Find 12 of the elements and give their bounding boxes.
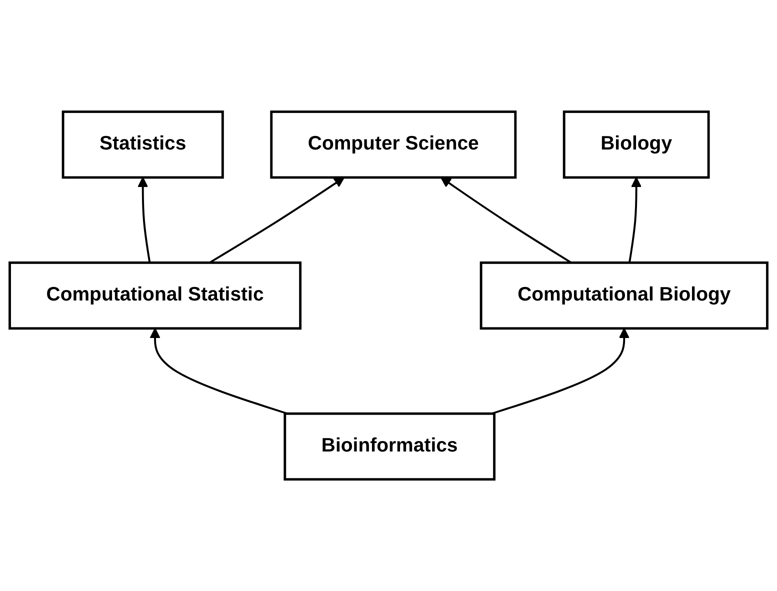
arrow (628, 176, 642, 263)
arrow (138, 176, 151, 263)
arrow (150, 328, 288, 414)
node-box: Computer Science (270, 110, 517, 179)
node-box: Biology (562, 110, 710, 179)
arrow (491, 328, 630, 414)
arrow (209, 176, 345, 264)
node-box: Computational Biology (480, 261, 768, 330)
node-box: Statistics (62, 110, 224, 179)
node-box: Computational Statistic (8, 261, 302, 330)
arrow (440, 176, 572, 264)
node-box: Bioinformatics (284, 412, 496, 481)
